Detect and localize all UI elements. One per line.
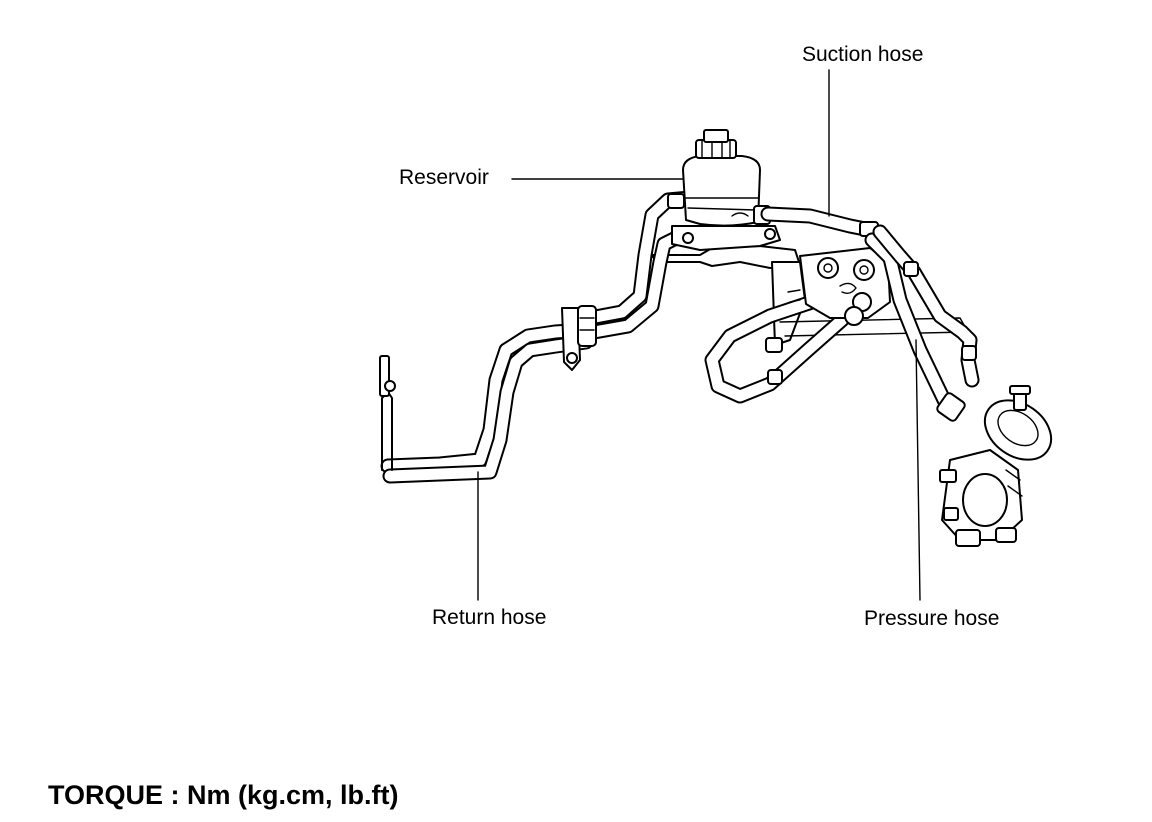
- suction-hose-line: [760, 206, 879, 238]
- power-steering-pump: [704, 247, 891, 404]
- return-hose-label: Return hose: [432, 606, 547, 629]
- torque-spec-footer: TORQUE : Nm (kg.cm, lb.ft): [48, 780, 399, 810]
- pressure-hose-leader: [915, 339, 921, 601]
- return-hose-line: [379, 190, 706, 484]
- pressure-hose-label: Pressure hose: [864, 607, 1000, 630]
- pressure-hose-line: [864, 224, 980, 422]
- reservoir-body: [667, 129, 781, 251]
- steering-gear-valve: [939, 385, 1053, 547]
- leader-lines: [477, 69, 921, 601]
- reservoir-label: Reservoir: [399, 166, 489, 189]
- suction-hose-label: Suction hose: [802, 43, 924, 66]
